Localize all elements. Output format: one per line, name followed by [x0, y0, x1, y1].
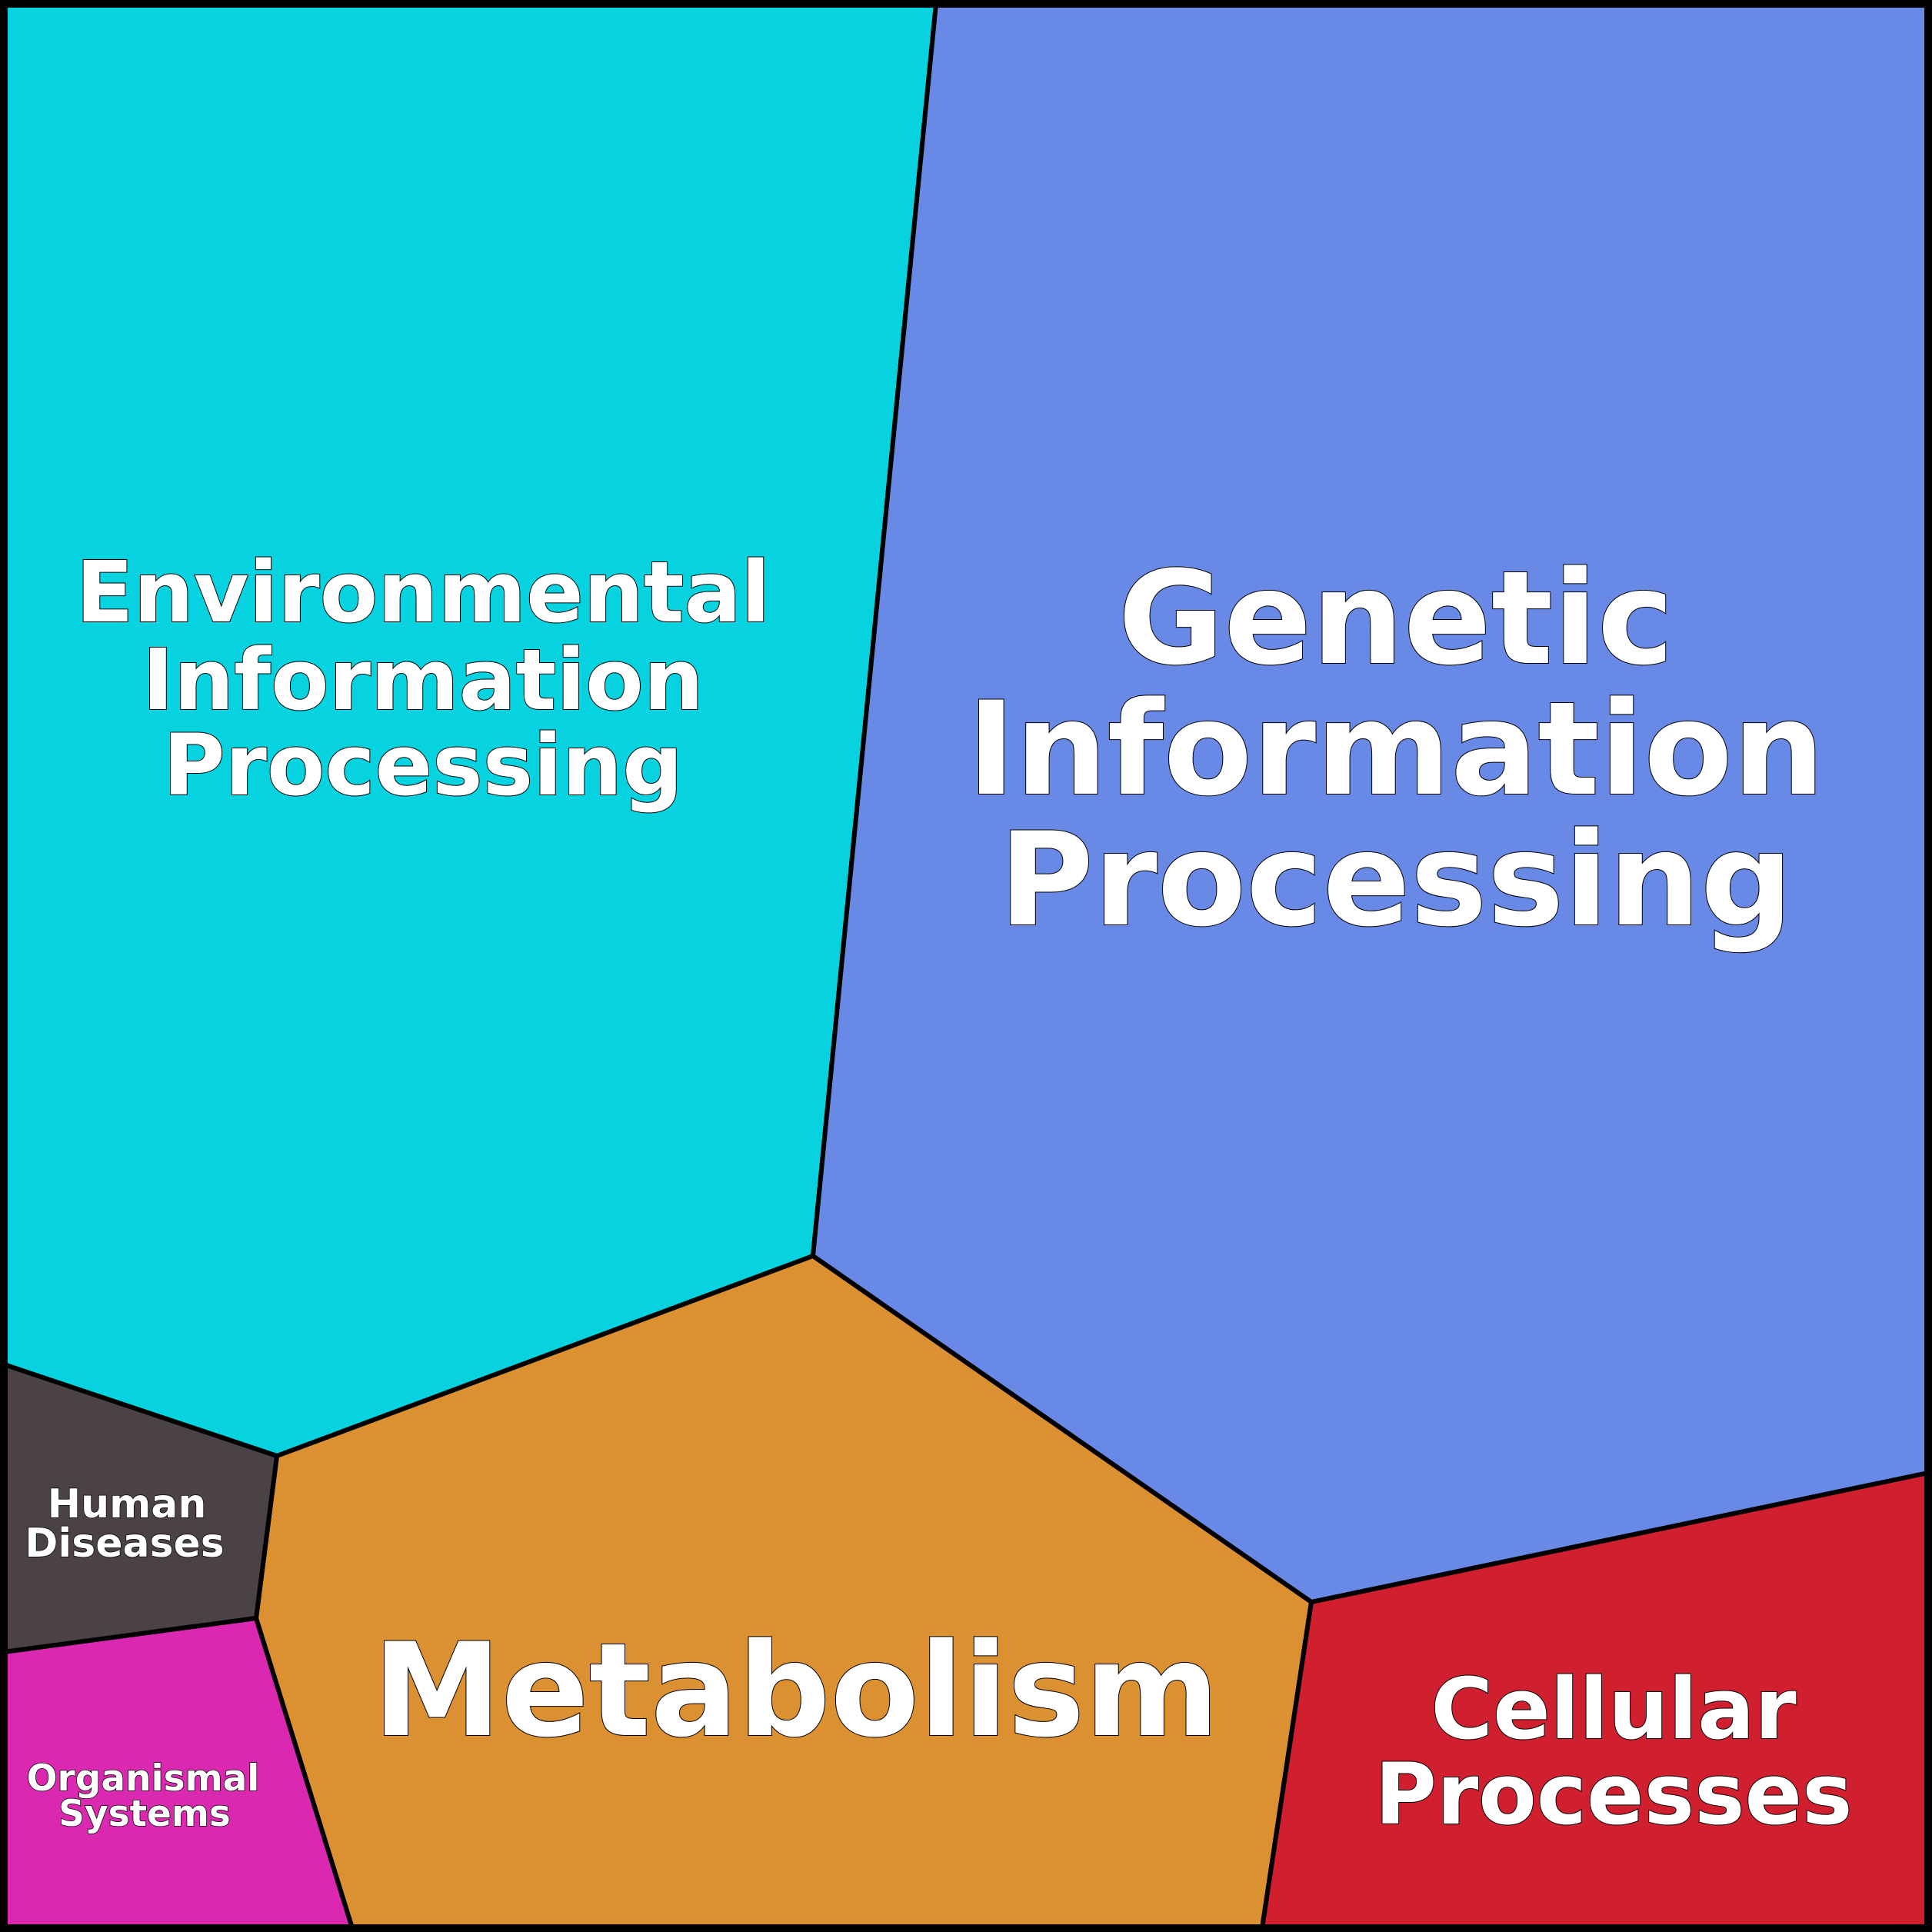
label-cellular-processes: Cellular Processes — [1374, 1659, 1853, 1844]
label-line: Diseases — [25, 1521, 224, 1567]
label-environmental-information-processing: Environmental Information Processing — [75, 542, 771, 815]
label-line: Metabolism — [373, 1615, 1220, 1766]
label-line: Cellular — [1431, 1660, 1796, 1758]
label-line: Human — [48, 1481, 207, 1527]
label-line: Processing — [999, 804, 1793, 955]
label-line: Information — [968, 674, 1825, 824]
label-genetic-information-processing: Genetic Information Processing — [967, 542, 1826, 956]
label-line: Information — [142, 631, 704, 729]
label-line: Organismal — [27, 1757, 260, 1800]
label-line: Environmental — [75, 543, 770, 641]
label-organismal-systems: Organismal Systems — [26, 1757, 260, 1836]
label-human-diseases: Human Diseases — [25, 1481, 225, 1567]
label-metabolism: Metabolism — [372, 1614, 1221, 1767]
label-line: Genetic — [1118, 543, 1674, 694]
label-line: Processing — [163, 716, 683, 814]
label-line: Processes — [1374, 1745, 1852, 1844]
label-line: Systems — [58, 1793, 231, 1835]
